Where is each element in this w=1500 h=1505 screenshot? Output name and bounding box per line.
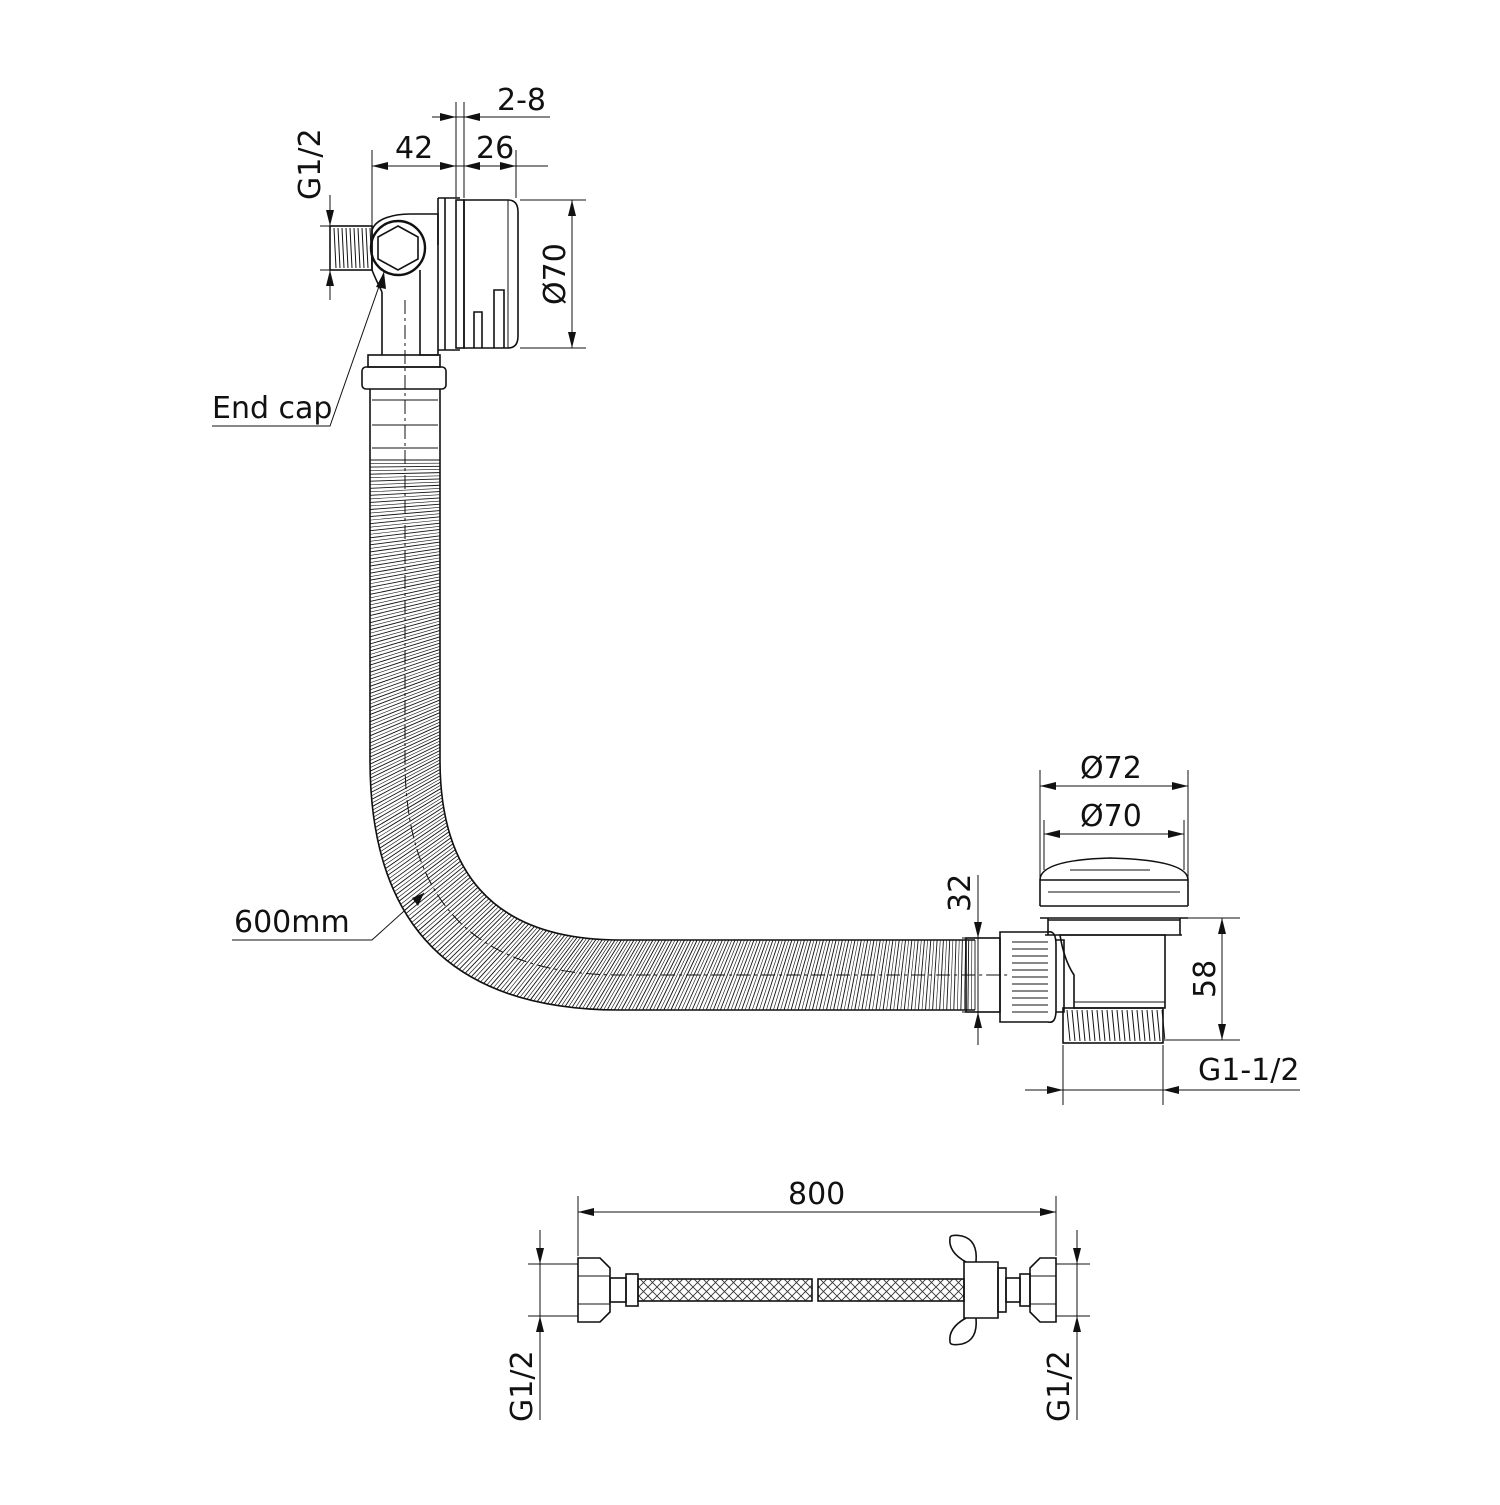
label-32: 32 xyxy=(943,874,978,912)
braided-hose-right-nut xyxy=(1030,1258,1056,1322)
waste-flange xyxy=(1040,906,1188,935)
overflow-assembly xyxy=(330,198,518,460)
label-2-8: 2-8 xyxy=(497,83,546,118)
overflow-wall-flange xyxy=(456,200,464,348)
overflow-elbow xyxy=(382,270,438,355)
label-g1-2-inlet: G1/2 xyxy=(293,128,328,200)
corrugated-hose xyxy=(370,300,1010,1010)
braided-hose-assembly xyxy=(578,1235,1056,1344)
label-800: 800 xyxy=(788,1177,845,1212)
label-600mm: 600mm xyxy=(234,905,350,940)
label-g1-2-left: G1/2 xyxy=(505,1350,540,1422)
overflow-cover xyxy=(464,200,518,348)
braided-hose-section-right xyxy=(818,1279,964,1301)
end-cap xyxy=(371,221,425,275)
overflow-cover-slots xyxy=(474,290,504,348)
waste-assembly xyxy=(966,858,1188,1043)
label-d70-overflow: Ø70 xyxy=(538,243,573,305)
braided-hose-section-left xyxy=(638,1279,812,1301)
label-42: 42 xyxy=(395,131,433,166)
overflow-inlet-thread xyxy=(330,226,372,270)
hose-centerline xyxy=(405,300,1010,975)
overflow-collar xyxy=(368,355,440,367)
braided-hose-wing-nut xyxy=(964,1262,998,1318)
label-end-cap: End cap xyxy=(212,391,332,426)
waste-pop-up-cap xyxy=(1040,858,1188,906)
waste-body xyxy=(1060,935,1165,1008)
end-cap-hex xyxy=(378,226,418,270)
label-g1-2-right: G1/2 xyxy=(1042,1350,1077,1422)
label-g1-1-2: G1-1/2 xyxy=(1198,1053,1299,1088)
label-58: 58 xyxy=(1188,960,1223,998)
label-d70-waste: Ø70 xyxy=(1080,799,1142,834)
braided-hose-left-nut xyxy=(578,1258,610,1322)
dimension-labels: 2-8 42 26 G1/2 Ø70 End cap 600mm Ø72 Ø70… xyxy=(212,83,1299,1422)
label-26: 26 xyxy=(476,131,514,166)
label-d72: Ø72 xyxy=(1080,751,1142,786)
